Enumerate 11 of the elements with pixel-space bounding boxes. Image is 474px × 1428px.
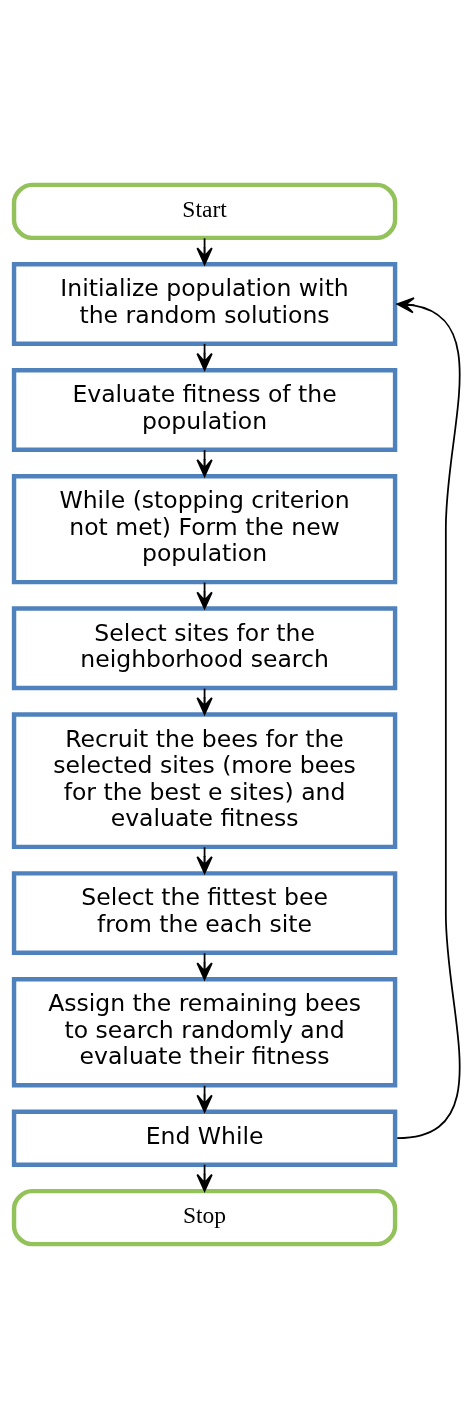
node-box: Evaluate fitness of the population bbox=[11, 367, 398, 452]
node-box: Select the fittest bee from the each site bbox=[11, 870, 398, 955]
node-box: End While bbox=[11, 1109, 398, 1167]
arrow bbox=[396, 296, 461, 1139]
node-box: Assign the remaining bees to search randomly and evaluate their fitness bbox=[11, 976, 398, 1087]
node-box: Start bbox=[11, 182, 398, 240]
node-box: Recruit the bees for the selected sites (more bees for the best e sites) and evaluate fitness bbox=[11, 711, 398, 849]
node-box: While (stopping criterion not met) Form the new population bbox=[11, 473, 398, 584]
node-box: Select sites for the neighborhood search bbox=[11, 605, 398, 690]
node-box: Stop bbox=[11, 1188, 398, 1246]
node-box: Initialize population with the random solutions bbox=[11, 261, 398, 346]
